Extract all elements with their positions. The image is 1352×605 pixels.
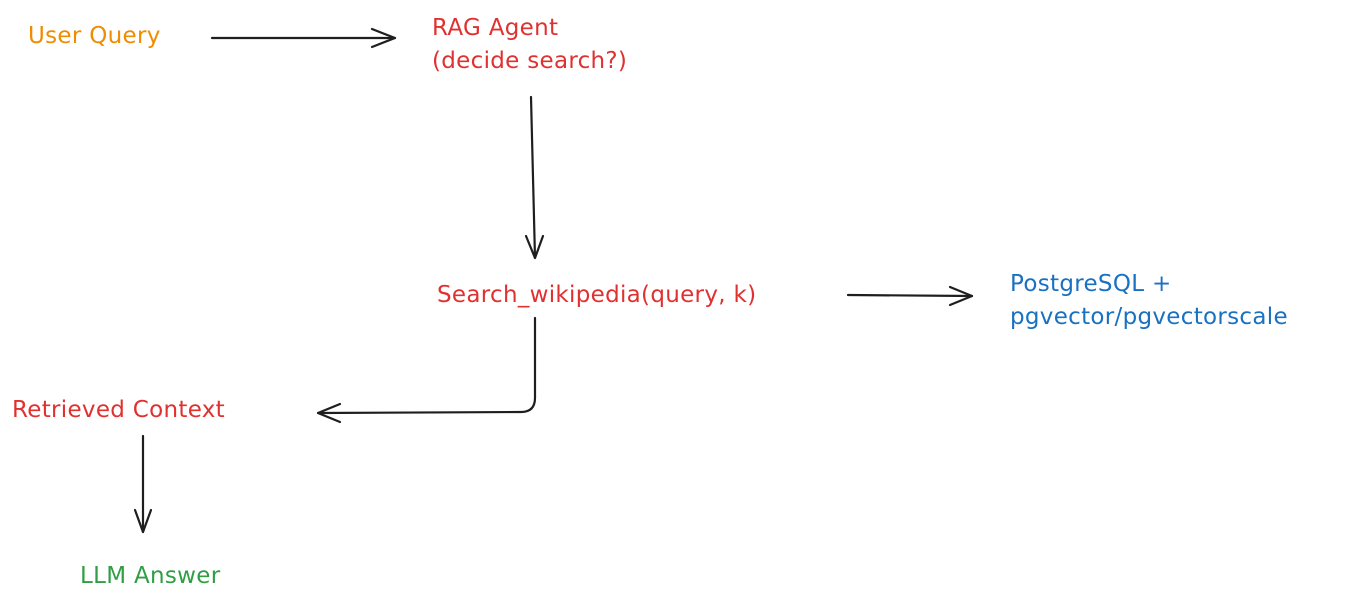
arrow-search-to-retrieved [316, 316, 537, 424]
node-rag-agent: RAG Agent (decide search?) [432, 12, 627, 78]
postgres-line2: pgvector/pgvectorscale [1010, 304, 1288, 330]
rag-agent-line1: RAG Agent [432, 15, 559, 41]
node-user-query: User Query [28, 23, 161, 49]
node-search-wikipedia: Search_wikipedia(query, k) [437, 282, 757, 308]
node-llm-answer: LLM Answer [80, 563, 221, 589]
arrow-user-to-agent [210, 27, 397, 49]
arrow-search-to-postgres [846, 285, 974, 307]
arrow-agent-to-search [524, 95, 545, 260]
postgres-line1: PostgreSQL + [1010, 271, 1172, 297]
node-postgres: PostgreSQL + pgvector/pgvectorscale [1010, 268, 1288, 334]
rag-agent-line2: (decide search?) [432, 48, 628, 74]
node-retrieved-context: Retrieved Context [12, 397, 225, 423]
arrow-retrieved-to-answer [133, 434, 153, 534]
